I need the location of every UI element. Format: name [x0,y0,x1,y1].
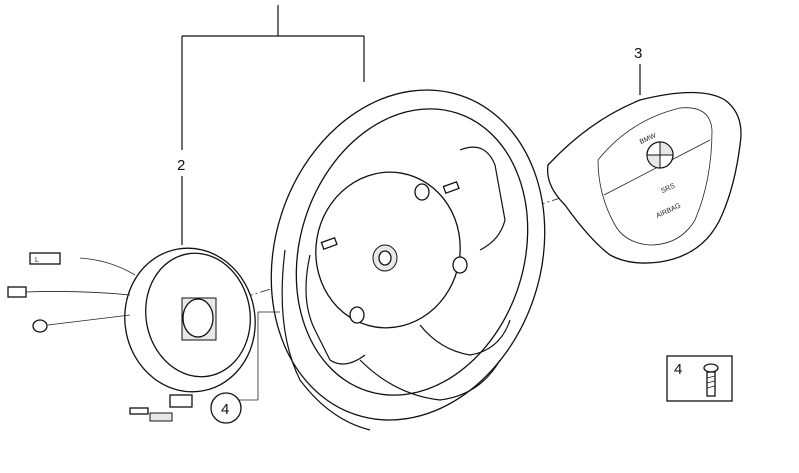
screw-callout-circle: 4 [210,311,280,424]
spiral-spring: L [7,247,256,422]
callout-screw-circle: 4 [221,401,229,418]
callout-spiral-spring: 2 [177,157,185,174]
screw-inset: 4 [666,355,733,402]
callout-screw-box: 4 [674,361,682,378]
steering-wheel [270,89,546,431]
assembly-bracket [181,5,365,245]
callout-airbag-module: 3 [634,45,642,62]
connector-letter: L [35,257,39,264]
airbag-module: BMW SRS AIRBAG [546,91,742,264]
